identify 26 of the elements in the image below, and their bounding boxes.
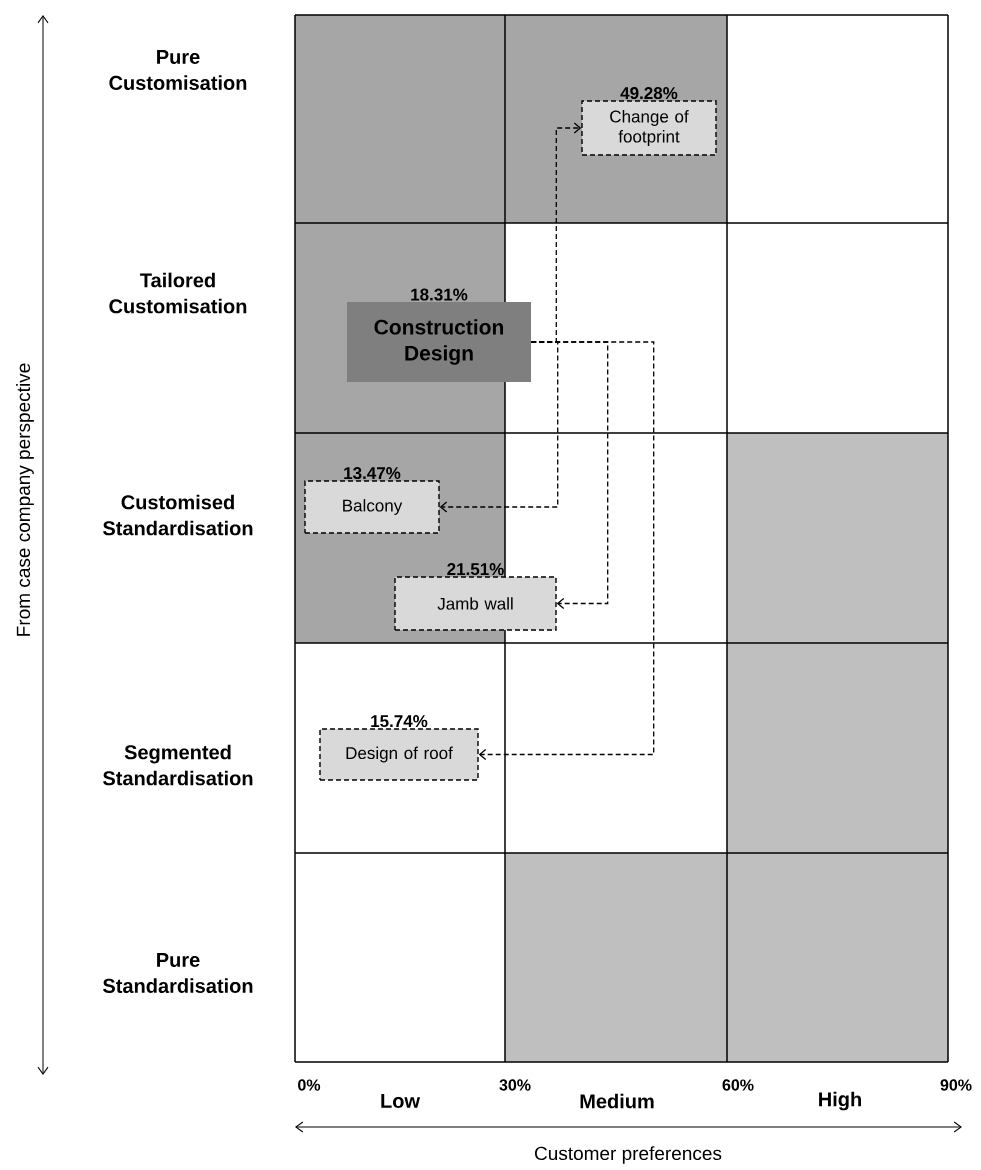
category-label: High: [819, 1091, 861, 1111]
tick-label: 0%: [298, 1079, 321, 1091]
row-label: Segmented Standardisation: [103, 744, 253, 786]
row-label: Pure Customisation: [109, 50, 247, 90]
category-label: Low: [381, 1094, 421, 1108]
item-box: Change of footprint: [581, 100, 717, 156]
percentage-label: 18.31%: [411, 288, 468, 301]
percentage-label: 15.74%: [371, 715, 428, 728]
arrow: [439, 341, 559, 513]
axis-title: Customer preferences: [534, 1146, 722, 1164]
item-box: Jamb wall: [394, 576, 557, 631]
row-label: Tailored Customisation: [109, 272, 247, 314]
percentage-label: 49.28%: [620, 87, 678, 100]
axis-title: From case company perspective: [16, 363, 34, 636]
row-label: Pure Standardisation: [103, 953, 253, 993]
row-label: Customised Standardisation: [103, 494, 253, 536]
arrow: [478, 341, 655, 761]
tick-label: 60%: [722, 1079, 754, 1091]
tick-label: 90%: [940, 1079, 972, 1091]
tick-label: 30%: [499, 1079, 531, 1091]
percentage-label: 21.51%: [447, 563, 504, 576]
percentage-label: 13.47%: [344, 467, 401, 480]
item-box: Design of roof: [319, 728, 479, 781]
item-box: Balcony: [304, 480, 440, 534]
category-label: Medium: [580, 1093, 654, 1109]
process-box: Construction Design: [347, 302, 531, 382]
